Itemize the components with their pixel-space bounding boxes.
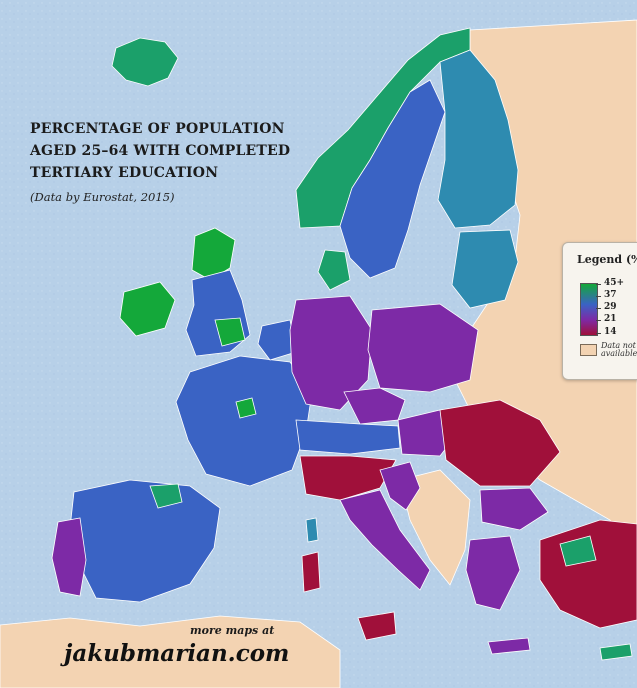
benelux: [257, 319, 297, 361]
corsica: [305, 517, 319, 543]
turkey-west: [559, 535, 597, 567]
paris: [235, 397, 257, 419]
title-line-3: TERTIARY EDUCATION: [30, 165, 219, 181]
greece: [465, 535, 521, 611]
sicily: [357, 611, 397, 641]
credit-url[interactable]: jakubmarian.com: [64, 640, 290, 667]
basque: [149, 483, 183, 509]
poland: [367, 303, 479, 393]
legend-color-scale: [580, 283, 598, 336]
italy-south: [339, 489, 431, 591]
austria-switzerland: [295, 419, 401, 455]
finland: [437, 49, 519, 229]
czechia: [343, 387, 406, 425]
romania: [439, 399, 561, 487]
italy-north: [299, 455, 397, 501]
crete: [487, 637, 531, 655]
legend-tick-37: 37: [604, 290, 617, 300]
bulgaria: [479, 487, 549, 531]
cyprus: [599, 643, 633, 661]
balkans-na: [399, 469, 471, 586]
legend-tick-21: 21: [604, 314, 617, 324]
africa-na: [0, 615, 341, 688]
map-subtitle: (Data by Eurostat, 2015): [30, 190, 175, 204]
legend-na-label: Data not available: [601, 341, 637, 358]
legend-na-swatch: [580, 344, 597, 356]
london: [214, 317, 246, 347]
iceland: [111, 37, 179, 87]
legend-tick-45: 45+: [604, 278, 625, 288]
germany: [289, 295, 373, 411]
baltics: [451, 229, 519, 309]
sardinia: [301, 551, 321, 593]
portugal: [51, 517, 87, 597]
credit-tagline: more maps at: [190, 624, 275, 637]
title-line-1: PERCENTAGE OF POPULATION: [30, 121, 285, 137]
legend-tick-14: 14: [604, 327, 617, 337]
france: [175, 355, 313, 487]
ireland: [119, 281, 176, 337]
croatia-slovenia: [379, 461, 421, 511]
legend-title: Legend (%): [577, 253, 637, 266]
legend-tick-29: 29: [604, 302, 617, 312]
title-line-2: AGED 25–64 WITH COMPLETED: [30, 143, 291, 159]
denmark: [317, 249, 351, 291]
map-title: PERCENTAGE OF POPULATION AGED 25–64 WITH…: [30, 118, 330, 204]
legend: Legend (%) 45+ 37 29 21 14 Data not avai…: [562, 242, 637, 380]
sweden: [339, 79, 446, 279]
scotland: [191, 227, 236, 281]
